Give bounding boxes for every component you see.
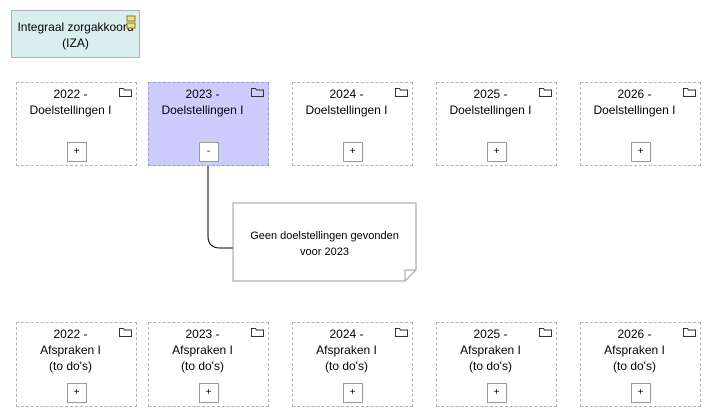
folder-icon	[539, 88, 552, 97]
iza-root-label: Integraal zorgakkoord (IZA)	[17, 20, 134, 50]
folder-icon	[395, 88, 408, 97]
folder-icon	[251, 328, 264, 337]
node-label: 2024 - Afspraken I (to do's)	[316, 327, 377, 373]
afspraken-2022-node[interactable]: 2022 - Afspraken I (to do's) +	[16, 322, 137, 407]
collapse-button[interactable]: -	[198, 142, 219, 162]
node-label: 2024 - Doelstellingen I	[305, 87, 388, 117]
yellow-element-icon	[126, 15, 136, 29]
note-connector-line	[207, 166, 233, 249]
afspraken-2024-node[interactable]: 2024 - Afspraken I (to do's) +	[292, 322, 413, 407]
node-label: 2025 - Doelstellingen I	[449, 87, 532, 117]
node-label: 2026 - Doelstellingen I	[593, 87, 676, 117]
expand-button[interactable]: +	[486, 142, 507, 162]
iza-root-node[interactable]: Integraal zorgakkoord (IZA)	[11, 10, 140, 58]
expand-button[interactable]: +	[198, 383, 219, 403]
folder-icon	[395, 328, 408, 337]
expand-button[interactable]: +	[66, 383, 87, 403]
expand-button[interactable]: +	[342, 142, 363, 162]
doelstellingen-2024-node[interactable]: 2024 - Doelstellingen I +	[292, 82, 413, 166]
expand-button[interactable]: +	[486, 383, 507, 403]
node-label: 2023 - Doelstellingen I	[161, 87, 244, 117]
expand-button[interactable]: +	[630, 383, 651, 403]
node-label: 2023 - Afspraken I (to do's)	[172, 327, 233, 373]
node-label: 2022 - Doelstellingen I	[29, 87, 112, 117]
afspraken-2023-node[interactable]: 2023 - Afspraken I (to do's) +	[148, 322, 269, 407]
afspraken-2026-node[interactable]: 2026 - Afspraken I (to do's) +	[580, 322, 701, 407]
doelstellingen-2023-node[interactable]: 2023 - Doelstellingen I -	[148, 82, 269, 166]
node-label: 2026 - Afspraken I (to do's)	[604, 327, 665, 373]
node-label: 2022 - Afspraken I (to do's)	[40, 327, 101, 373]
doelstellingen-2025-node[interactable]: 2025 - Doelstellingen I +	[436, 82, 557, 166]
note-box[interactable]: Geen doelstellingen gevonden voor 2023	[232, 202, 417, 282]
folder-icon	[119, 88, 132, 97]
folder-icon	[683, 88, 696, 97]
node-label: 2025 - Afspraken I (to do's)	[460, 327, 521, 373]
folder-icon	[251, 88, 264, 97]
folder-icon	[119, 328, 132, 337]
note-text: Geen doelstellingen gevonden voor 2023	[250, 230, 399, 258]
expand-button[interactable]: +	[342, 383, 363, 403]
folder-icon	[683, 328, 696, 337]
expand-button[interactable]: +	[630, 142, 651, 162]
doelstellingen-2022-node[interactable]: 2022 - Doelstellingen I +	[16, 82, 137, 166]
folder-icon	[539, 328, 552, 337]
afspraken-2025-node[interactable]: 2025 - Afspraken I (to do's) +	[436, 322, 557, 407]
expand-button[interactable]: +	[66, 142, 87, 162]
doelstellingen-2026-node[interactable]: 2026 - Doelstellingen I +	[580, 82, 701, 166]
